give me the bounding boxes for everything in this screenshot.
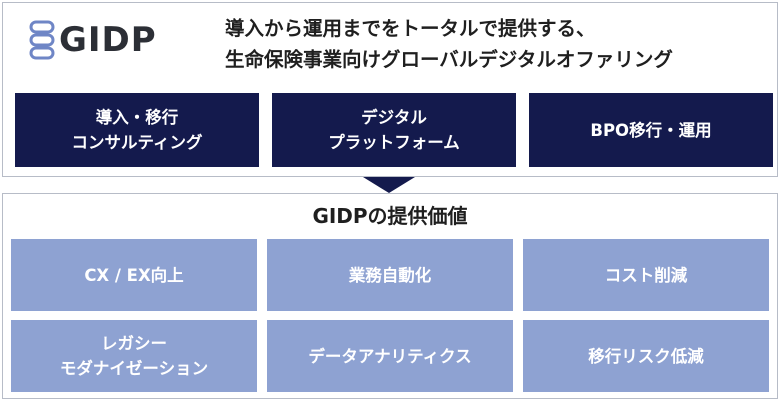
headline-line-1: 導入から運用までをトータルで提供する、: [225, 17, 596, 40]
offering-bpo: BPO移行・運用: [529, 93, 773, 167]
logo-text: GIDP: [59, 20, 157, 60]
headline-line-2: 生命保険事業向けグローバルデジタルオファリング: [225, 48, 673, 71]
offering-digital-platform: デジタル プラットフォーム: [272, 93, 516, 167]
value-cx-ex: CX / EX向上: [11, 239, 257, 311]
gidp-logo: GIDP: [29, 17, 209, 63]
offering-panel: GIDP 導入から運用までをトータルで提供する、 生命保険事業向けグローバルデジ…: [2, 2, 778, 177]
headline: 導入から運用までをトータルで提供する、 生命保険事業向けグローバルデジタルオファ…: [225, 13, 775, 75]
logo-mark-icon: [29, 20, 55, 60]
offering-row: 導入・移行 コンサルティング デジタル プラットフォーム BPO移行・運用: [15, 93, 773, 167]
value-legacy-modernization: レガシー モダナイゼーション: [11, 320, 257, 392]
offering-consulting: 導入・移行 コンサルティング: [15, 93, 259, 167]
down-arrow-icon: [363, 177, 415, 193]
value-migration-risk: 移行リスク低減: [523, 320, 769, 392]
value-grid: CX / EX向上 業務自動化 コスト削減 レガシー モダナイゼーション データ…: [11, 239, 769, 392]
value-panel: GIDPの提供価値 CX / EX向上 業務自動化 コスト削減 レガシー モダナ…: [2, 193, 778, 399]
value-cost-reduction: コスト削減: [523, 239, 769, 311]
value-title: GIDPの提供価値: [312, 204, 468, 228]
value-data-analytics: データアナリティクス: [267, 320, 513, 392]
value-automation: 業務自動化: [267, 239, 513, 311]
